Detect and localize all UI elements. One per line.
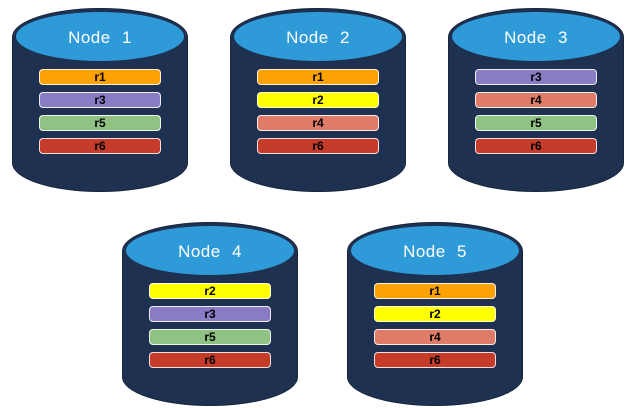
cylinder-top: Node 2	[232, 10, 404, 63]
shard-list: r1 r3 r5 r6	[12, 69, 188, 154]
node-cylinder: Node 1 r1 r3 r5 r6	[12, 8, 188, 192]
shard-r2: r2	[149, 283, 271, 299]
shard-list: r1 r2 r4 r6	[347, 283, 523, 368]
cylinder-top: Node 3	[450, 10, 622, 63]
shard-r5: r5	[475, 115, 597, 131]
shard-r6: r6	[374, 352, 496, 368]
shard-r1: r1	[374, 283, 496, 299]
node-title: Node 1	[68, 27, 132, 47]
shard-r6: r6	[257, 138, 379, 154]
shard-list: r1 r2 r4 r6	[230, 69, 406, 154]
shard-r3: r3	[149, 306, 271, 322]
node-title: Node 2	[286, 27, 350, 47]
shard-r6: r6	[149, 352, 271, 368]
node-title: Node 3	[504, 27, 568, 47]
shard-r2: r2	[374, 306, 496, 322]
shard-r5: r5	[149, 329, 271, 345]
node-cylinder: Node 3 r3 r4 r5 r6	[448, 8, 624, 192]
shard-r6: r6	[39, 138, 161, 154]
cylinder-top: Node 5	[349, 224, 521, 277]
cylinder-top: Node 1	[14, 10, 186, 63]
shard-r1: r1	[39, 69, 161, 85]
node-cylinder: Node 4 r2 r3 r5 r6	[122, 222, 298, 406]
shard-r4: r4	[257, 115, 379, 131]
shard-list: r3 r4 r5 r6	[448, 69, 624, 154]
cylinder-top: Node 4	[124, 224, 296, 277]
shard-r6: r6	[475, 138, 597, 154]
shard-r3: r3	[475, 69, 597, 85]
shard-r5: r5	[39, 115, 161, 131]
shard-r1: r1	[257, 69, 379, 85]
shard-list: r2 r3 r5 r6	[122, 283, 298, 368]
shard-r3: r3	[39, 92, 161, 108]
shard-r4: r4	[374, 329, 496, 345]
node-title: Node 4	[178, 241, 242, 261]
node-cylinder: Node 2 r1 r2 r4 r6	[230, 8, 406, 192]
node-title: Node 5	[403, 241, 467, 261]
node-cylinder: Node 5 r1 r2 r4 r6	[347, 222, 523, 406]
shard-r4: r4	[475, 92, 597, 108]
shard-r2: r2	[257, 92, 379, 108]
